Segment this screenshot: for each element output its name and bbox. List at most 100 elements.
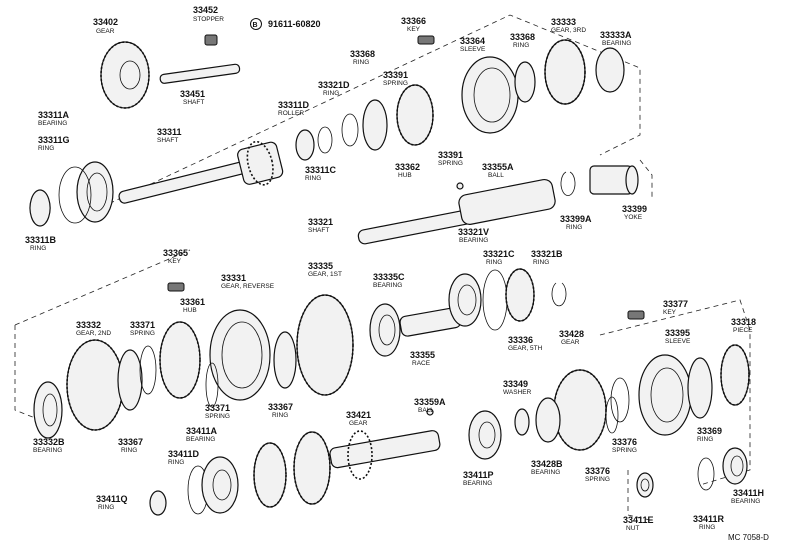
label-desc: RING [121,447,137,454]
label-number: 33364 [460,36,485,46]
ring-33311C [317,126,333,154]
label-number: 33369 [697,426,722,436]
ring-33367-right [273,331,297,389]
label-number: 33321C [483,249,515,259]
ring-33321B [551,282,567,307]
key-33366 [417,35,435,45]
label-desc: RING [353,59,369,66]
label-number: 33371 [130,320,155,330]
spring-33376-bottom [605,396,619,434]
bearing-33335C [369,303,401,357]
label-number: 33368 [350,49,375,59]
gear-33421 [253,430,441,508]
label-desc: GEAR [561,339,580,346]
label-number: 33371 [205,403,230,413]
label-number: 33368 [510,32,535,42]
ring-33411R [697,457,715,491]
bearing-33333A [595,47,625,93]
label-number: 33391 [438,150,463,160]
label-desc: SPRING [612,447,637,454]
label-desc: BEARING [373,282,402,289]
label-number: 33311G [38,135,70,145]
label-desc: BEARING [531,469,560,476]
label-desc: BALL [488,172,504,179]
label-desc: KEY [407,26,421,33]
label-desc: BALL [418,407,434,414]
sleeve-33395 [638,354,692,436]
bearing-33411H [722,447,748,485]
fifth-gear-group [535,310,750,498]
label-desc: RING [486,259,502,266]
label-desc: RING [533,259,549,266]
label-desc: SPRING [205,413,230,420]
ball-33359A [426,408,434,416]
label-number: 33311C [305,165,337,175]
label-number: 33367 [268,402,293,412]
label-number: 33452 [193,5,218,15]
hub-33362 [396,84,434,146]
label-number: 33402 [93,17,118,27]
ring-33311B [29,189,51,227]
label-desc: NUT [626,525,639,532]
label-desc: SLEEVE [665,338,691,345]
shaft-33451 [159,63,241,84]
label-desc: RING [566,224,582,231]
label-desc: SPRING [585,476,610,483]
label-desc: SPRING [130,330,155,337]
label-desc: BEARING [38,120,67,127]
label-number: 33336 [508,335,533,345]
label-number: 33377 [663,299,688,309]
label-desc: BEARING [186,436,215,443]
label-desc: BEARING [33,447,62,454]
gear-33332 [66,339,124,431]
label-number: 33411Q [96,494,128,504]
label-number: 33355A [482,162,514,172]
label-number: 33411H [733,488,764,498]
label-desc: SHAFT [157,137,178,144]
label-number: 33359A [414,397,446,407]
label-desc: KEY [168,258,182,265]
output-shaft-group [357,165,639,245]
label-desc: SPRING [438,160,463,167]
label-number: 33451 [180,89,205,99]
label-number: 33399A [560,214,592,224]
label-desc: RING [272,412,288,419]
bearing-33428B [535,397,561,443]
label-number: 33411E [623,515,654,525]
label-number: 33395 [665,328,690,338]
label-desc: RACE [412,360,431,367]
yoke-33399 [589,165,639,195]
label-number: 33333 [551,17,576,27]
bearing-33332B [33,381,63,439]
counter-shaft-group [149,408,530,516]
key-33377 [627,310,645,320]
label-desc: GEAR, 2ND [76,330,111,337]
label-number: 33311 [157,127,182,137]
gear-33335 [296,294,354,396]
bearing-33311A [76,161,114,223]
spring-33371-left [139,345,157,395]
bearing-33411P [468,410,502,460]
ring-33399A [560,171,576,196]
label-number: 33311A [38,110,70,120]
label-desc: HUB [183,307,197,314]
gear-33336 [505,268,535,322]
gear-33331 [209,309,271,401]
label-desc: RING [697,436,713,443]
label-desc: RING [305,175,321,182]
label-desc: BEARING [602,40,631,47]
label-desc: RING [323,90,339,97]
label-desc: RING [38,145,54,152]
label-number: 33335C [373,272,405,282]
label-desc: ROLLER [278,110,304,117]
label-number: 33349 [503,379,528,389]
sub-ref-part-number: 91611-60820 [268,19,321,29]
ring-33369 [687,357,713,419]
label-desc: BEARING [463,480,492,487]
label-number: 33318 [731,317,756,327]
hub-33361 [159,321,201,399]
label-desc: YOKE [624,214,643,221]
label-number: 33321B [531,249,563,259]
label-desc: PIECE [733,327,753,334]
